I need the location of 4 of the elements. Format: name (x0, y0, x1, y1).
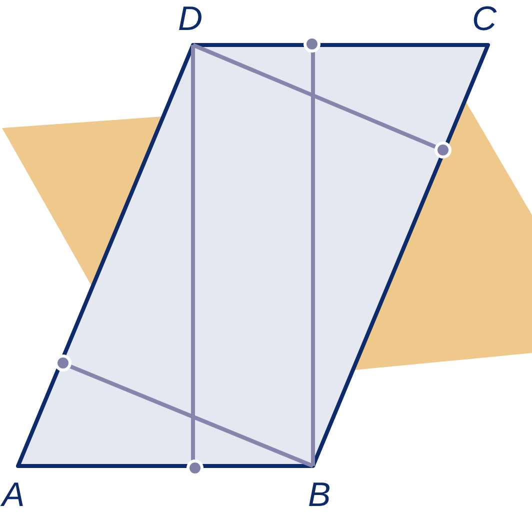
vertex-label: A (2, 478, 25, 512)
vertex-label: C (472, 2, 497, 36)
vertex-label: B (308, 478, 331, 512)
vertex-label: D (178, 2, 203, 36)
